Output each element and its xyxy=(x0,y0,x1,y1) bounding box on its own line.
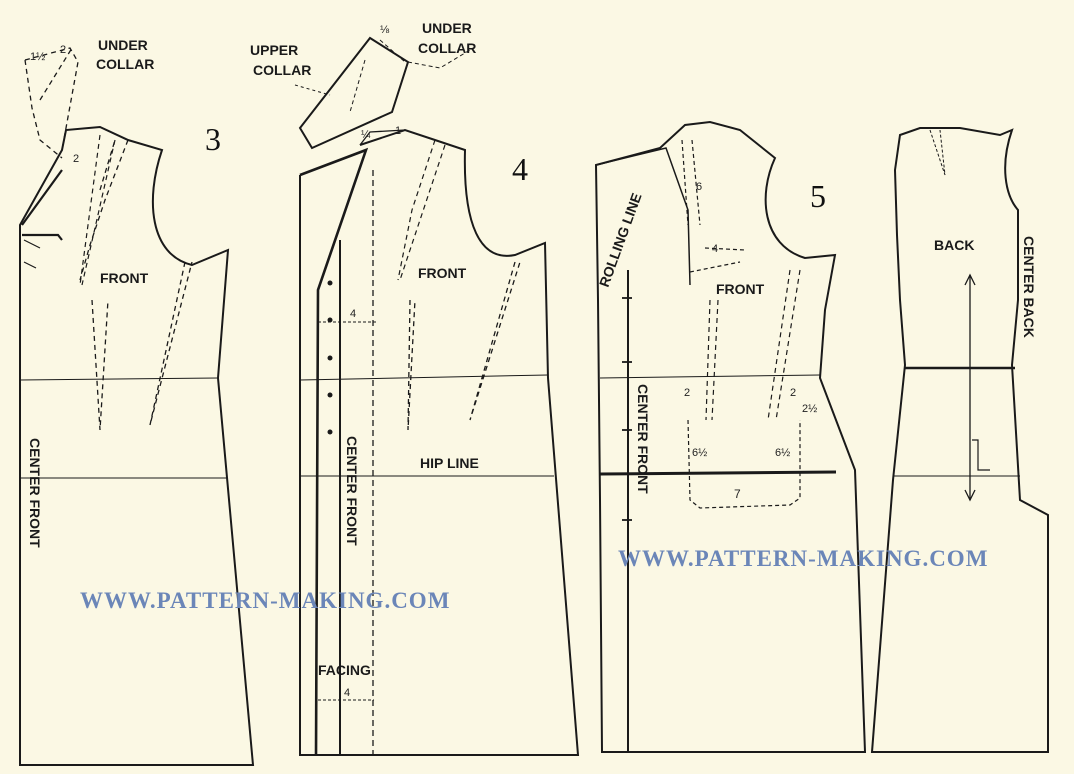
figure-5-front xyxy=(594,120,867,753)
fig4-waist-line xyxy=(299,374,549,381)
fig3-ticks xyxy=(23,239,41,269)
fig4-upper-collar-label-line2: COLLAR xyxy=(253,62,311,78)
fig4-button-marks xyxy=(327,280,333,435)
fig5-rolling-line xyxy=(595,147,691,286)
figure-5-back xyxy=(870,127,1049,753)
fig5-grainline-arrows xyxy=(964,273,976,502)
fig5-hip-line xyxy=(599,470,837,476)
fig4-measure-4: 4 xyxy=(350,308,356,320)
fig5-measure-3: 2 xyxy=(684,387,690,399)
fig4-center-front-label: CENTER FRONT xyxy=(344,436,360,546)
fig3-under-collar-label-line1: UNDER xyxy=(98,37,148,53)
fig4-measure-1: ⅛ xyxy=(380,24,390,36)
figure-4 xyxy=(294,36,580,756)
fig4-under-collar-label-line2: COLLAR xyxy=(418,40,476,56)
fig5-front-label: FRONT xyxy=(716,281,765,297)
fig4-waist-dart xyxy=(407,261,521,431)
fig4-under-collar-label-line1: UNDER xyxy=(422,20,472,36)
fig5-front-outline xyxy=(594,120,867,753)
fig4-front-label: FRONT xyxy=(418,265,467,281)
fig4-shoulder-dart xyxy=(397,139,446,281)
fig4-facing-wedge xyxy=(299,147,369,756)
fig5-measure-1: 6 xyxy=(696,181,702,193)
fig5-back-label: BACK xyxy=(934,237,974,253)
fig3-measure-3: 2 xyxy=(73,153,79,165)
watermark-right: WWW.PATTERN-MAKING.COM xyxy=(618,546,988,571)
fig3-measure-2: 2 xyxy=(60,44,66,56)
fig4-upper-collar-pointer xyxy=(294,84,331,96)
fig5-center-back-label: CENTER BACK xyxy=(1021,236,1037,338)
fig3-rolling-line xyxy=(21,169,63,241)
fig5-back-outline xyxy=(870,127,1049,753)
fig5-center-front-label: CENTER FRONT xyxy=(635,384,651,494)
fig5-zipper-mark xyxy=(972,439,990,471)
fig5-measure-7: 6½ xyxy=(775,447,790,459)
fig5-waist-line xyxy=(599,374,821,379)
watermark-left: WWW.PATTERN-MAKING.COM xyxy=(80,588,450,613)
fig3-front-label: FRONT xyxy=(100,270,149,286)
fig5-rolling-line-label: ROLLING LINE xyxy=(596,191,645,289)
fig3-measure-1: 1½ xyxy=(30,51,45,63)
fig4-dim-arrows xyxy=(318,321,376,701)
figure-number-5: 5 xyxy=(810,178,826,214)
fig4-collar-dashes xyxy=(349,39,406,113)
fig3-waist-dart xyxy=(91,261,193,431)
fig5-measure-8: 7 xyxy=(734,487,741,501)
fig3-waist-line xyxy=(19,377,219,381)
fig4-measure-2: ¼ xyxy=(361,129,371,141)
fig4-measure-3: 1 xyxy=(395,125,401,137)
fig4-measure-5: 4 xyxy=(344,687,350,699)
fig5-measure-5: 2½ xyxy=(802,403,817,415)
fig5-measure-2: 4 xyxy=(712,243,718,255)
figure-number-3: 3 xyxy=(205,121,221,157)
fig4-facing-label: FACING xyxy=(318,662,371,678)
fig3-center-front-label: CENTER FRONT xyxy=(27,438,43,548)
fig5-ticks xyxy=(622,297,632,521)
fig4-upper-collar-label-line1: UPPER xyxy=(250,42,298,58)
fig4-front-outline xyxy=(299,128,580,756)
fig5-measure-4: 2 xyxy=(790,387,796,399)
fig3-front-outline xyxy=(19,125,255,766)
fig5-back-neck-dart xyxy=(929,129,946,176)
fig5-pocket xyxy=(687,419,801,509)
fig4-hip-line-label: HIP LINE xyxy=(420,455,479,471)
fig3-lapel-fold xyxy=(79,139,129,281)
fig5-lapel-dashes xyxy=(681,139,746,273)
figure-number-4: 4 xyxy=(512,151,528,187)
fig4-upper-collar xyxy=(298,36,410,150)
fig3-shoulder-dart xyxy=(79,134,116,286)
fig4-neck xyxy=(359,129,406,146)
fig4-under-collar-pointer xyxy=(407,49,471,69)
fig3-under-collar-label-line2: COLLAR xyxy=(96,56,154,72)
fig5-measure-6: 6½ xyxy=(692,447,707,459)
figure-3 xyxy=(19,47,255,766)
fig3-under-collar-dashes xyxy=(24,47,79,159)
